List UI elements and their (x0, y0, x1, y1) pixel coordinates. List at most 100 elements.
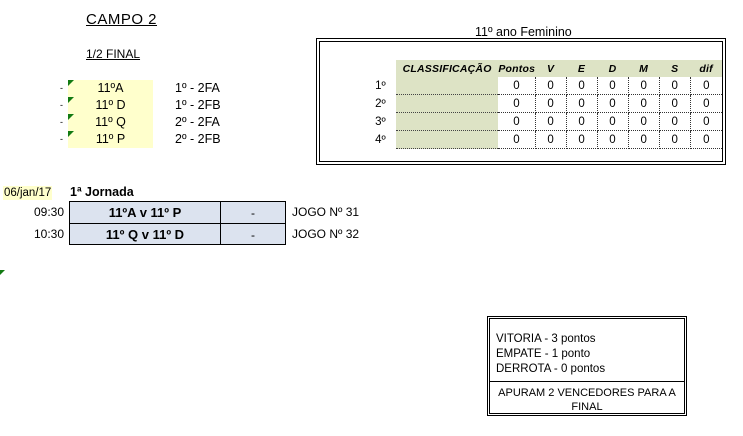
list-bullet: - (60, 100, 63, 110)
list-bullet: - (60, 117, 63, 127)
match-time: 09:30 (33, 205, 64, 219)
qualifier-team-label: 11º Q (95, 115, 126, 129)
col-s: S (659, 60, 691, 77)
match-teams[interactable]: 11ºA v 11º P (69, 201, 221, 223)
cell-v: 0 (535, 94, 567, 113)
qualifier-source-label: 1º - 2FA (175, 81, 220, 95)
col-position (369, 60, 396, 77)
cell-s: 0 (659, 94, 691, 113)
cell-pontos: 0 (498, 130, 536, 149)
match-number: JOGO Nº 31 (292, 205, 360, 219)
qualifier-team-cell[interactable]: 11º Q (68, 114, 153, 131)
list-item[interactable]: - 11º P 2º - 2FB (60, 131, 265, 148)
cell-e: 0 (566, 77, 598, 95)
classification-panel: CLASSIFICAÇÃO Pontos V E D M S dif 1º 0 … (316, 38, 726, 165)
qualifier-team-cell[interactable]: 11º D (68, 97, 153, 114)
cell-e: 0 (566, 130, 598, 149)
match-number: JOGO Nº 32 (292, 227, 360, 241)
schedule-table: 09:30 11ºA v 11º P - JOGO Nº 31 10:30 11… (20, 201, 359, 245)
row-team-name[interactable] (395, 112, 499, 131)
table-header-row: CLASSIFICAÇÃO Pontos V E D M S dif (369, 60, 722, 77)
col-dif: dif (690, 60, 722, 77)
classification-table: CLASSIFICAÇÃO Pontos V E D M S dif 1º 0 … (369, 60, 722, 149)
cell-d: 0 (597, 130, 629, 149)
comment-marker-icon (0, 270, 5, 275)
qualifier-list: - 11ºA 1º - 2FA - 11º D 1º - 2FB - 11º Q… (60, 80, 265, 148)
table-row: 2º 0 0 0 0 0 0 0 (369, 94, 722, 113)
table-row: 10:30 11º Q v 11º D - JOGO Nº 32 (20, 223, 359, 245)
journey-date: 06/jan/17 (3, 186, 53, 200)
table-row: 4º 0 0 0 0 0 0 0 (369, 130, 722, 149)
qualifier-source-label: 2º - 2FA (175, 115, 220, 129)
match-time: 10:30 (33, 227, 64, 241)
cell-pontos: 0 (498, 94, 536, 113)
qualifier-team-cell[interactable]: 11º P (68, 131, 153, 148)
col-v: V (535, 60, 567, 77)
match-teams[interactable]: 11º Q v 11º D (69, 223, 221, 245)
cell-d: 0 (597, 94, 629, 113)
cell-d: 0 (597, 77, 629, 95)
col-classificacao: CLASSIFICAÇÃO (395, 60, 499, 77)
comment-marker-icon (68, 97, 74, 103)
legend-rule-derrota: DERROTA - 0 pontos (496, 363, 606, 375)
list-item[interactable]: - 11ºA 1º - 2FA (60, 80, 265, 97)
qualifier-team-label: 11ºA (97, 81, 124, 95)
cell-v: 0 (535, 130, 567, 149)
legend-note: APURAM 2 VENCEDORES PARA A FINAL (498, 387, 676, 413)
col-pontos: Pontos (498, 60, 536, 77)
cell-s: 0 (659, 130, 691, 149)
cell-m: 0 (628, 94, 660, 113)
list-bullet: - (60, 83, 63, 93)
legend-box: VITORIA - 3 pontos EMPATE - 1 ponto DERR… (487, 316, 687, 416)
match-score[interactable]: - (221, 223, 286, 245)
legend-rules: VITORIA - 3 pontos EMPATE - 1 ponto DERR… (490, 319, 684, 377)
comment-marker-icon (68, 80, 74, 86)
cell-m: 0 (628, 130, 660, 149)
comment-marker-icon (68, 114, 74, 120)
cell-dif: 0 (690, 112, 722, 131)
comment-marker-icon (68, 131, 74, 137)
qualifier-source-label: 1º - 2FB (175, 98, 221, 112)
row-position: 4º (369, 130, 396, 149)
col-e: E (566, 60, 597, 77)
row-team-name[interactable] (395, 77, 499, 95)
cell-e: 0 (566, 112, 598, 131)
row-position: 1º (369, 77, 396, 95)
table-row: 1º 0 0 0 0 0 0 0 (369, 77, 722, 95)
col-m: M (628, 60, 660, 77)
cell-v: 0 (535, 77, 567, 95)
page-title: CAMPO 2 (86, 11, 158, 28)
legend-rule-empate: EMPATE - 1 ponto (496, 348, 591, 360)
table-row: 3º 0 0 0 0 0 0 0 (369, 112, 722, 131)
list-item[interactable]: - 11º Q 2º - 2FA (60, 114, 265, 131)
qualifier-team-label: 11º P (95, 132, 126, 146)
row-position: 3º (369, 112, 396, 131)
cell-dif: 0 (690, 94, 722, 113)
cell-dif: 0 (690, 77, 722, 95)
cell-s: 0 (659, 112, 691, 131)
row-position: 2º (369, 94, 396, 113)
cell-v: 0 (535, 112, 567, 131)
table-row: 09:30 11ºA v 11º P - JOGO Nº 31 (20, 201, 359, 223)
cell-m: 0 (628, 112, 660, 131)
qualifier-team-label: 11º D (95, 98, 126, 112)
match-score[interactable]: - (221, 201, 286, 223)
cell-dif: 0 (690, 130, 722, 149)
list-bullet: - (60, 134, 63, 144)
cell-m: 0 (628, 77, 660, 95)
cell-s: 0 (659, 77, 691, 95)
qualifier-team-cell[interactable]: 11ºA (68, 80, 153, 97)
row-team-name[interactable] (395, 130, 499, 149)
legend-rule-vitoria: VITORIA - 3 pontos (496, 333, 596, 345)
col-d: D (597, 60, 629, 77)
cell-pontos: 0 (498, 77, 536, 95)
qualifier-source-label: 2º - 2FB (175, 132, 221, 146)
classification-caption: 11º ano Feminino (475, 25, 572, 39)
cell-e: 0 (566, 94, 598, 113)
row-team-name[interactable] (395, 94, 499, 113)
list-item[interactable]: - 11º D 1º - 2FB (60, 97, 265, 114)
phase-title: 1/2 FINAL (86, 47, 141, 61)
legend-divider (490, 381, 684, 382)
cell-pontos: 0 (498, 112, 536, 131)
journey-label: 1ª Jornada (70, 185, 134, 199)
